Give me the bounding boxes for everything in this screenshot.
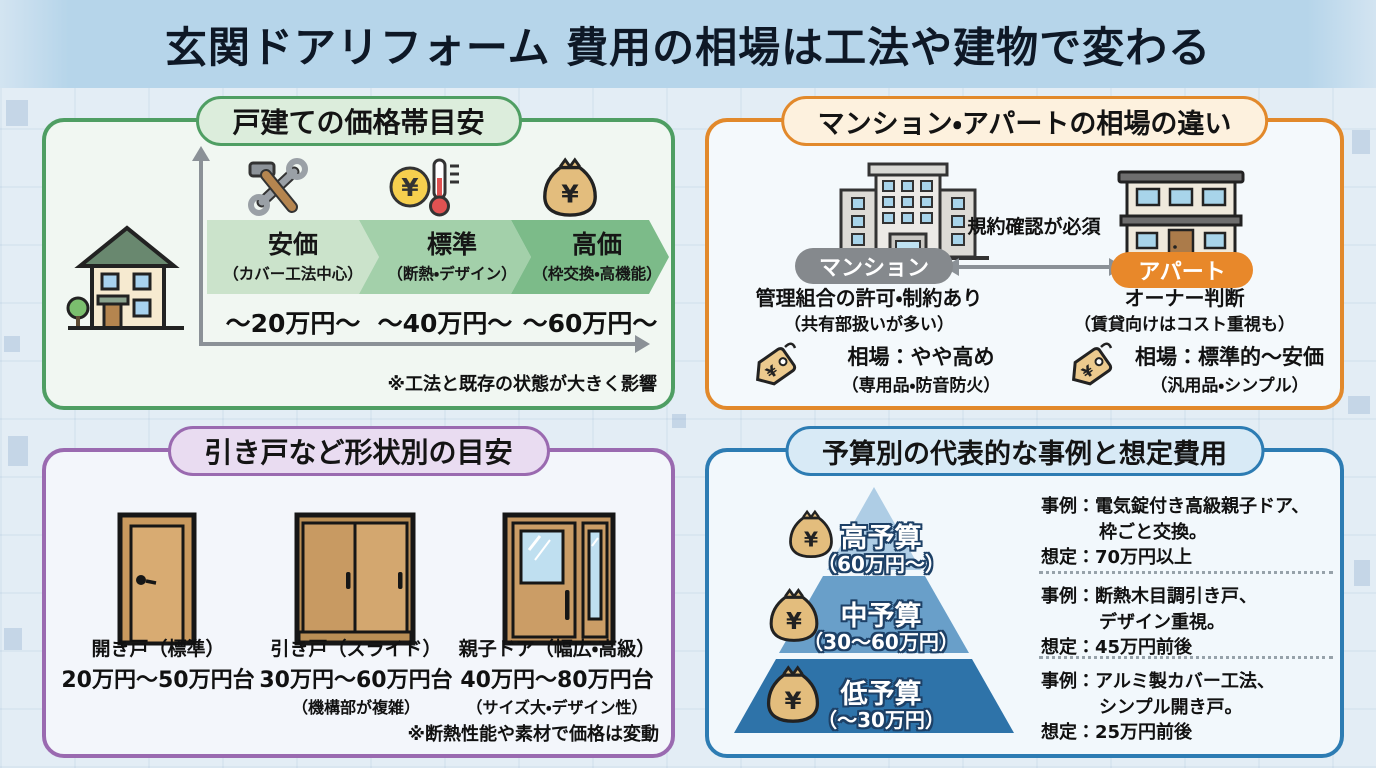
tier-price-cheap: ～20万円～: [225, 309, 361, 338]
panel-door-shapes-title: 引き戸など形状別の目安: [167, 426, 550, 476]
panel-budget: 予算別の代表的な事例と想定費用 ¥ ¥ ¥ 高予算 （60万円～） 中予算 （3: [705, 426, 1344, 758]
svg-text:¥: ¥: [786, 609, 802, 635]
svg-text:¥: ¥: [785, 686, 802, 715]
apart-market-line1: 相場：標準的～安価: [1135, 345, 1324, 369]
tier-high-range: （60万円～）: [817, 552, 945, 576]
panel-detached-title: 戸建ての価格帯目安: [195, 96, 522, 146]
tier-price-expensive: ～60万円～: [522, 309, 658, 338]
apart-market-line2: （汎用品・シンプル）: [1150, 376, 1309, 396]
money-bag-icon: ¥: [789, 509, 833, 559]
door2-name: 引き戸（スライド）: [270, 638, 442, 660]
panel-detached-price: 戸建ての価格帯目安: [42, 96, 675, 410]
parent-child-door-icon: [502, 512, 616, 646]
tier-mid-label: 中予算: [840, 601, 922, 632]
mansion-market-line2: （専用品・防音防火）: [841, 376, 1001, 396]
door-shapes-note: ※断熱性能や素材で価格は変動: [407, 724, 660, 745]
price-tag-icon: ¥: [756, 342, 797, 386]
svg-text:¥: ¥: [804, 527, 818, 551]
svg-text:¥: ¥: [401, 173, 419, 202]
header: 玄関ドアリフォーム 費用の相場は工法や建物で変わる: [0, 0, 1376, 88]
panel-door-shapes: 引き戸など形状別の目安: [42, 426, 675, 758]
price-axis-vertical: [199, 160, 203, 344]
svg-text:¥: ¥: [561, 179, 579, 208]
detached-note: ※工法と既存の状態が大きく影響: [387, 374, 658, 395]
tier-low-label: 低予算: [840, 679, 922, 710]
case-high-line1: 事例：電気錠付き高級親子ドア、: [1041, 496, 1310, 517]
money-bag-icon: ¥: [769, 588, 819, 642]
price-tag-icon: ¥: [1072, 342, 1113, 386]
price-axis-horizontal: [199, 342, 637, 346]
door2-sub: （機構部が複雑）: [291, 698, 420, 717]
door3-sub: （サイズ大・デザイン性）: [466, 698, 648, 717]
door3-price: 40万円～80万円台: [460, 668, 654, 693]
mansion-label-pill: マンション: [795, 248, 953, 284]
tier-high-label: 高予算: [840, 523, 922, 554]
compare-arrow: [957, 265, 1111, 269]
mansion-line1: 管理組合の許可・制約あり: [755, 286, 983, 310]
door1-name: 開き戸（標準）: [91, 638, 225, 660]
tier-band-standard: 標準 （断熱・デザイン）: [359, 220, 531, 294]
house-icon: [66, 225, 184, 330]
tier-mid-range: （30～60万円）: [803, 630, 959, 654]
mansion-market-line1: 相場：やや高め: [847, 345, 995, 369]
case-mid-estimate: 想定：45万円前後: [1041, 637, 1193, 658]
panel-budget-title: 予算別の代表的な事例と想定費用: [785, 426, 1264, 476]
case-low-line2: シンプル開き戸。: [1099, 697, 1243, 718]
apart-market: 相場：標準的～安価 （汎用品・シンプル）: [1119, 341, 1340, 396]
axis-arrow-up-icon: [192, 146, 210, 161]
page-title: 玄関ドアリフォーム 費用の相場は工法や建物で変わる: [164, 22, 1212, 72]
mansion-line2: （共有部扱いが多い）: [784, 315, 954, 335]
pyramid-mid-tier: [779, 576, 969, 653]
tier-price-standard: ～40万円～: [377, 309, 513, 338]
panel-mansion-apart: マンション・アパートの相場の違い マンション: [705, 96, 1344, 410]
case-high-line2: 枠ごと交換。: [1099, 522, 1207, 543]
money-bag-icon: ¥: [543, 157, 597, 217]
apart-line1: オーナー判断: [1124, 286, 1245, 310]
apart-line2: （賃貸向けはコスト重視も）: [1074, 315, 1295, 335]
coin-thermometer-icon: ¥: [389, 158, 459, 217]
door2-price: 30万円～60万円台: [259, 668, 453, 693]
axis-arrow-right-icon: [635, 335, 650, 353]
door1-price: 20万円～50万円台: [61, 668, 255, 693]
case-divider: [1039, 571, 1333, 574]
case-high-estimate: 想定：70万円以上: [1041, 547, 1193, 568]
case-low-estimate: 想定：25万円前後: [1041, 722, 1193, 743]
pyramid-top-tier: [827, 487, 921, 570]
hinged-door-icon: [117, 512, 197, 646]
rule-check-label: 規約確認が必須: [967, 216, 1101, 238]
tools-icon: [248, 158, 308, 216]
door3-name: 親子ドア（幅広・高級）: [458, 638, 656, 660]
panel-mansion-apart-title: マンション・アパートの相場の違い: [780, 96, 1269, 146]
sliding-door-icon: [294, 512, 416, 646]
tier-band-expensive: 高価 （枠交換・高機能）: [511, 220, 669, 294]
case-mid-line2: デザイン重視。: [1099, 612, 1225, 633]
tier-low-range: （～30万円）: [817, 708, 945, 732]
mansion-market: 相場：やや高め （専用品・防音防火）: [805, 341, 1037, 396]
apart-label-pill: アパート: [1111, 252, 1253, 288]
money-bag-icon: ¥: [766, 665, 820, 723]
tier-band-cheap: 安価 （カバー工法中心）: [207, 220, 379, 294]
case-low-line1: 事例：アルミ製カバー工法、: [1041, 671, 1275, 692]
case-divider: [1039, 656, 1333, 659]
case-mid-line1: 事例：断熱木目調引き戸、: [1041, 586, 1257, 607]
